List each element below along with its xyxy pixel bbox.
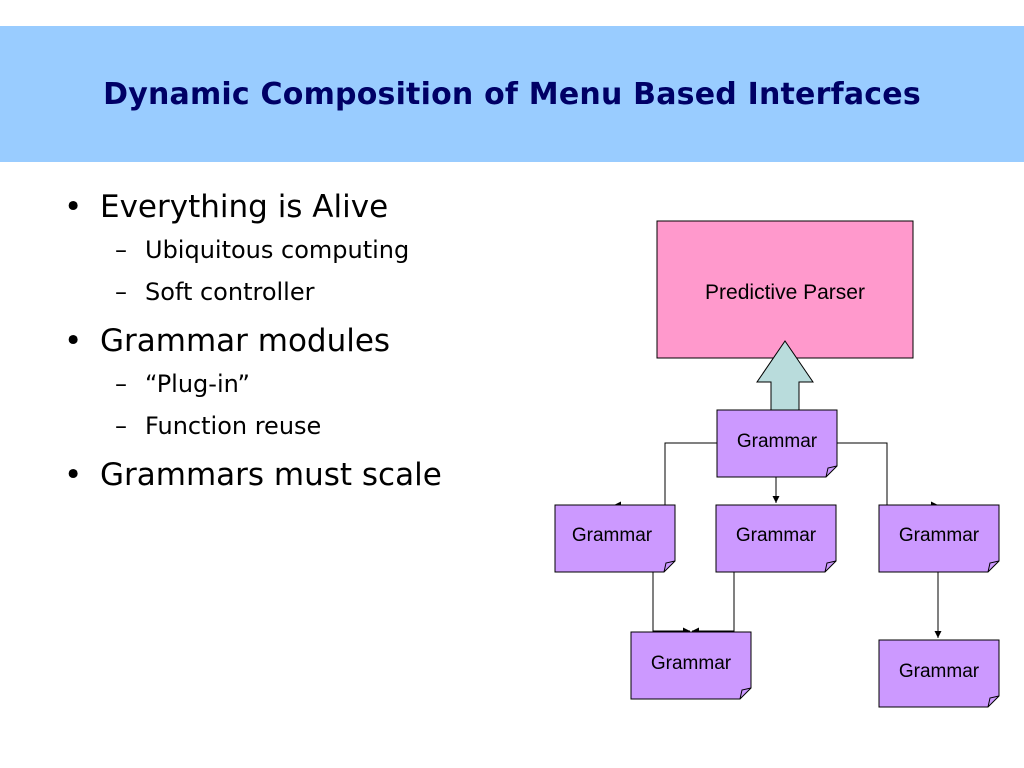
bullet-text: Grammar modules: [100, 323, 391, 359]
predictive-parser-label: Predictive Parser: [705, 281, 865, 304]
sub-bullet-item: Soft controller: [100, 271, 530, 313]
bullet-text: Everything is Alive: [100, 189, 389, 225]
grammar-label: Grammar: [572, 525, 653, 546]
sub-bullet-item: Ubiquitous computing: [100, 229, 530, 271]
connector-left-bottom: [652, 572, 690, 635]
sub-bullet-item: Function reuse: [100, 405, 530, 447]
connector-middle-bottom: [692, 572, 735, 635]
grammar-label: Grammar: [737, 431, 818, 452]
bullet-text: Grammars must scale: [100, 457, 442, 493]
grammar-label: Grammar: [899, 525, 980, 546]
bullet-item: Everything is Alive Ubiquitous computing…: [60, 185, 530, 313]
sub-bullet-item: “Plug-in”: [100, 363, 530, 405]
title-bar: Dynamic Composition of Menu Based Interf…: [0, 26, 1024, 162]
bullet-item: Grammar modules “Plug-in” Function reuse: [60, 319, 530, 447]
sub-bullet-list: “Plug-in” Function reuse: [100, 363, 530, 447]
connector-root-left: [614, 442, 717, 509]
grammar-node-bottom-left: Grammar: [630, 631, 752, 700]
grammar-label: Grammar: [651, 653, 732, 674]
bullet-item: Grammars must scale: [60, 453, 530, 497]
grammar-label: Grammar: [899, 661, 980, 682]
slide-title: Dynamic Composition of Menu Based Interf…: [103, 76, 921, 112]
sub-bullet-list: Ubiquitous computing Soft controller: [100, 229, 530, 313]
connector-root-right: [837, 442, 938, 509]
grammar-node-middle: Grammar: [715, 504, 837, 573]
grammar-node-root: Grammar: [716, 409, 838, 478]
bullet-list: Everything is Alive Ubiquitous computing…: [60, 185, 530, 497]
grammar-node-right: Grammar: [878, 504, 1000, 573]
grammar-node-bottom-right: Grammar: [878, 639, 1000, 708]
grammar-node-left: Grammar: [554, 504, 676, 573]
predictive-parser-node: Predictive Parser: [656, 220, 914, 359]
grammar-label: Grammar: [736, 525, 817, 546]
